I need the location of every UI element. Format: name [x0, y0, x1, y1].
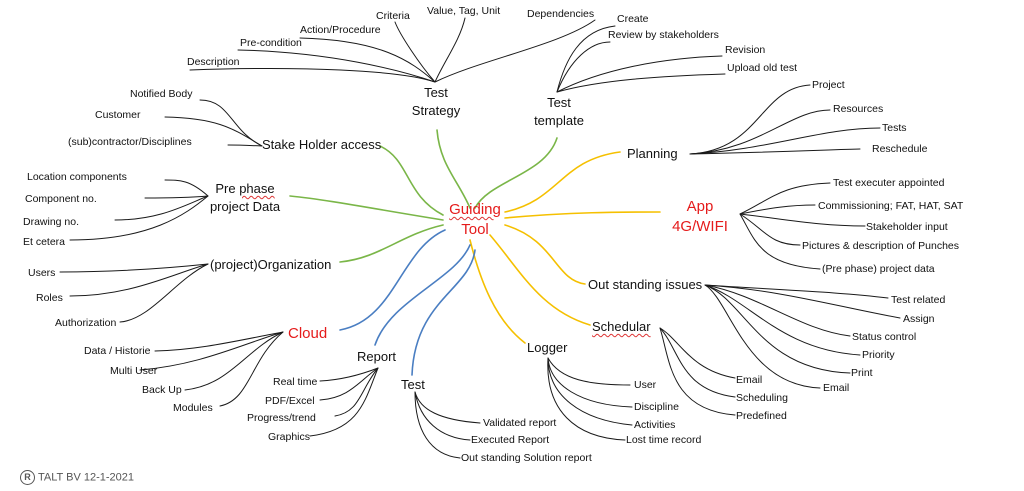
item-roles: Roles	[36, 292, 63, 304]
branch-logger	[469, 239, 526, 344]
item-real-time: Real time	[273, 376, 318, 388]
item-lost-time-record: Lost time record	[626, 434, 702, 446]
item-notified-body: Notified Body	[130, 88, 193, 100]
branch-cloud	[339, 229, 446, 331]
branch-stakeholder	[379, 145, 444, 216]
item-action-procedure: Action/Procedure	[300, 24, 381, 36]
test-node: Test	[401, 377, 425, 392]
test-template-node: Test template	[530, 94, 588, 129]
item-authorization: Authorization	[55, 317, 117, 329]
branch-outstanding	[504, 224, 586, 285]
item-pdf-excel: PDF/Excel	[265, 395, 315, 407]
branch-prephase	[289, 195, 444, 221]
item-commissioning: Commissioning; FAT, HAT, SAT	[818, 200, 964, 212]
item-print: Print	[851, 367, 873, 379]
item-outstanding-email: Email	[823, 382, 850, 394]
item-value-tag-unit: Value, Tag, Unit	[427, 5, 501, 17]
outstanding-node: Out standing issues	[588, 277, 703, 292]
item-activities: Activities	[634, 419, 676, 431]
central-topic: Guiding Tool	[442, 200, 508, 239]
item-resources: Resources	[833, 103, 884, 115]
item-outstanding-solution-report: Out standing Solution report	[461, 452, 592, 464]
item-stakeholder-input: Stakeholder input	[866, 221, 948, 233]
item-validated-report: Validated report	[483, 417, 557, 429]
item-create: Create	[617, 13, 649, 25]
item-description: Description	[187, 56, 240, 68]
item-modules: Modules	[173, 402, 213, 414]
item-et-cetera: Et cetera	[23, 236, 66, 248]
test-template-label-1: Test	[547, 95, 571, 110]
logger-node: Logger	[527, 340, 568, 355]
item-scheduling: Scheduling	[736, 392, 788, 404]
branch-report	[374, 244, 471, 346]
item-data-historie: Data / Historie	[84, 345, 151, 357]
item-criteria: Criteria	[376, 10, 410, 22]
cloud-node: Cloud	[288, 325, 328, 342]
item-executed-report: Executed Report	[471, 434, 550, 446]
item-pre-condition: Pre-condition	[240, 37, 302, 49]
branch-planning	[504, 151, 621, 213]
test-strategy-label-2: Strategy	[411, 102, 461, 118]
prephase-label-1: Pre phase	[207, 180, 283, 198]
planning-node: Planning	[627, 146, 678, 161]
registered-icon: R	[20, 470, 35, 485]
item-component-no: Component no.	[25, 193, 97, 205]
test-template-label-2: template	[534, 112, 584, 128]
prephase-label-1a: Pre	[215, 181, 240, 196]
prephase-label-2: project Data	[209, 198, 281, 214]
item-multi-user: Multi User	[110, 365, 158, 377]
item-drawing-no: Drawing no.	[23, 216, 80, 228]
item-user: User	[634, 379, 657, 391]
item-tests: Tests	[882, 122, 907, 134]
central-topic-line2: Tool	[461, 220, 489, 238]
item-graphics: Graphics	[268, 431, 311, 443]
item-review: Review by stakeholders	[608, 29, 719, 41]
branch-schedular	[489, 234, 591, 326]
item-progress-trend: Progress/trend	[247, 412, 316, 424]
app-label-2: 4G/WIFI	[672, 218, 728, 236]
test-strategy-label-1: Test	[424, 85, 448, 100]
branch-test	[411, 249, 476, 376]
branch-organization	[339, 224, 444, 263]
item-users: Users	[28, 267, 56, 279]
app-node: App 4G/WIFI	[662, 197, 738, 238]
app-label-1: App	[686, 198, 714, 215]
test-strategy-node: Test Strategy	[405, 84, 467, 119]
item-test-related: Test related	[891, 294, 946, 306]
report-node: Report	[357, 349, 397, 364]
prephase-label-1b: phase	[239, 181, 275, 196]
item-prephase-project-data: (Pre phase) project data	[822, 263, 935, 275]
item-revision: Revision	[725, 44, 766, 56]
branch-test-template	[474, 137, 558, 209]
branch-test-strategy	[436, 129, 471, 209]
central-topic-line1: Guiding	[449, 201, 501, 218]
item-assign: Assign	[903, 313, 935, 325]
item-subcontractor: (sub)contractor/Disciplines	[68, 136, 192, 148]
item-back-up: Back Up	[142, 384, 182, 396]
footer-text: TALT BV 12-1-2021	[38, 471, 134, 484]
item-location-components: Location components	[27, 171, 127, 183]
prephase-node: Pre phase project Data	[207, 180, 283, 215]
item-upload-old-test: Upload old test	[727, 62, 798, 74]
item-status-control: Status control	[852, 331, 917, 343]
item-dependencies: Dependencies	[527, 8, 595, 20]
item-project: Project	[812, 79, 845, 91]
item-pictures-punches: Pictures & description of Punches	[802, 240, 959, 252]
stakeholder-node: Stake Holder access	[262, 137, 382, 152]
item-customer: Customer	[95, 109, 141, 121]
item-reschedule: Reschedule	[872, 143, 928, 155]
item-predefined: Predefined	[736, 410, 787, 422]
branch-app	[504, 211, 661, 219]
item-schedular-email: Email	[736, 374, 763, 386]
schedular-node: Schedular	[592, 319, 651, 334]
organization-node: (project)Organization	[210, 257, 332, 272]
item-test-executer: Test executer appointed	[833, 177, 945, 189]
item-discipline: Discipline	[634, 401, 679, 413]
item-priority: Priority	[862, 349, 895, 361]
